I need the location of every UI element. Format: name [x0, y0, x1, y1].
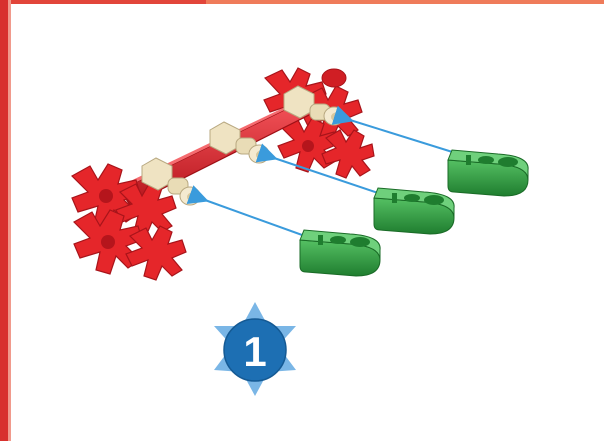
- arrow-front: [205, 200, 316, 240]
- green-clip-front: [300, 230, 380, 276]
- green-clip-back: [448, 150, 528, 196]
- step-badge: 1: [214, 302, 296, 396]
- step-number: 1: [243, 328, 266, 375]
- green-clip-middle: [374, 188, 454, 234]
